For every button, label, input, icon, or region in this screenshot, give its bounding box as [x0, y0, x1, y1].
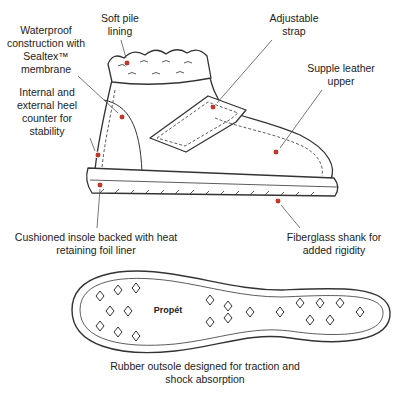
- part-label: Fiberglass shank for added rigidity: [276, 231, 392, 257]
- part-label: Cushioned insole backed with heat retain…: [6, 231, 186, 257]
- brand-logo: Propét: [140, 304, 196, 317]
- part-label: Waterproof construction with Sealtex™ me…: [4, 24, 88, 76]
- part-label: Rubber outsole designed for traction and…: [105, 360, 305, 386]
- part-label: Soft pile lining: [88, 12, 152, 38]
- part-label: Supple leather upper: [296, 62, 386, 88]
- part-label: Adjustable strap: [258, 12, 330, 38]
- part-label: Internal and external heel counter for s…: [4, 86, 90, 138]
